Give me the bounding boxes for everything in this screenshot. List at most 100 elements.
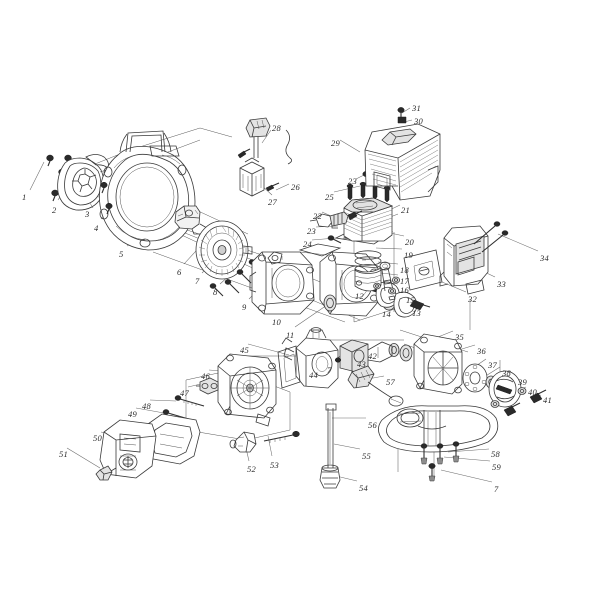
bolt-fastener <box>473 221 501 245</box>
callout-14: 14 <box>382 309 391 319</box>
screw-fastener <box>174 395 205 407</box>
callout-46: 46 <box>201 371 210 381</box>
callout-50: 50 <box>93 433 102 443</box>
callout-5: 5 <box>119 249 124 259</box>
callout-49: 49 <box>128 409 137 419</box>
callout-23b: 23 <box>348 176 357 186</box>
callout-35: 35 <box>455 332 464 342</box>
callout-3: 3 <box>85 209 90 219</box>
part-carburetor <box>277 327 393 389</box>
callout-43: 43 <box>357 359 366 369</box>
part-clutch-housing <box>388 333 463 395</box>
callout-8: 8 <box>213 287 218 297</box>
callout-13: 13 <box>412 308 421 318</box>
callout-55: 55 <box>362 451 371 461</box>
callout-1: 1 <box>22 192 27 202</box>
callout-34: 34 <box>540 253 549 263</box>
bolt-fastener <box>529 389 547 404</box>
screw-fastener <box>46 154 54 167</box>
screw-fastener <box>100 181 108 194</box>
bolt-fastener <box>359 181 367 199</box>
part-recoil-pulley-assembly <box>46 154 109 211</box>
bolt-fastener <box>265 182 280 192</box>
bolt-fastener <box>334 357 342 363</box>
bolt-fastener <box>237 148 251 159</box>
part-flywheel-fan <box>195 220 263 297</box>
bolt-fastener <box>503 402 521 417</box>
callout-32: 32 <box>468 294 477 304</box>
part-piston-assembly <box>354 250 392 292</box>
callout-9: 9 <box>242 302 247 312</box>
callout-17: 17 <box>400 276 409 286</box>
callout-47: 47 <box>180 388 189 398</box>
callout-40: 40 <box>528 387 537 397</box>
part-crankshaft <box>363 261 431 318</box>
bolt-fastener <box>209 283 224 297</box>
callout-58: 58 <box>491 449 500 459</box>
callout-7c: 7 <box>494 484 499 494</box>
callout-45: 45 <box>240 345 249 355</box>
part-engine-shroud <box>364 107 441 201</box>
bolt-fastener <box>346 183 354 201</box>
callout-22: 22 <box>313 211 322 221</box>
callout-38: 38 <box>502 368 511 378</box>
callout-42: 42 <box>368 351 377 361</box>
screw-fastener <box>263 430 300 443</box>
bolt-fastener <box>452 441 460 463</box>
callout-29: 29 <box>331 138 340 148</box>
callout-11: 11 <box>286 330 295 340</box>
callout-16: 16 <box>400 285 409 295</box>
bolt-fastener <box>224 279 240 294</box>
callout-23: 23 <box>307 226 316 236</box>
bolt-fastener <box>481 230 509 253</box>
part-primer-bulb <box>229 430 300 453</box>
callout-54: 54 <box>359 483 368 493</box>
callout-26: 26 <box>291 182 300 192</box>
part-cylinder <box>331 181 394 245</box>
callout-10: 10 <box>272 317 281 327</box>
callout-7: 7 <box>195 276 200 286</box>
callout-51: 51 <box>59 449 68 459</box>
callout-12: 12 <box>355 291 364 301</box>
callout-28: 28 <box>272 123 281 133</box>
part-ignition-coil <box>237 117 292 197</box>
part-crankcase-left <box>249 251 315 315</box>
callout-37: 37 <box>488 360 497 370</box>
part-recoil-starter-housing <box>99 130 196 251</box>
part-spark-plug <box>298 210 363 257</box>
part-air-filter-cover <box>95 413 201 481</box>
callout-27: 27 <box>268 197 277 207</box>
callout-39: 39 <box>518 377 527 387</box>
callout-2: 2 <box>52 205 57 215</box>
part-fuel-line-assembly <box>319 365 404 489</box>
callout-30: 30 <box>414 116 423 126</box>
callout-18: 18 <box>400 265 409 275</box>
bolt-fastener <box>327 235 342 244</box>
callout-53: 53 <box>270 460 279 470</box>
callout-59: 59 <box>492 462 501 472</box>
callout-33: 33 <box>497 279 506 289</box>
callout-15: 15 <box>406 295 415 305</box>
callout-57: 57 <box>386 377 395 387</box>
callout-31: 31 <box>412 103 421 113</box>
callout-4: 4 <box>94 223 99 233</box>
callout-19: 19 <box>404 250 413 260</box>
screw-fastener <box>51 189 59 202</box>
part-clutch-assembly <box>462 363 547 417</box>
bolt-fastener <box>428 463 436 482</box>
part-air-filter-housing <box>162 353 277 427</box>
callout-56: 56 <box>368 420 377 430</box>
callout-48: 48 <box>142 401 151 411</box>
callout-7b: 7 <box>327 365 332 375</box>
callout-44: 44 <box>309 370 318 380</box>
callout-24: 24 <box>303 239 312 249</box>
callout-52: 52 <box>247 464 256 474</box>
part-muffler <box>403 221 509 295</box>
callout-6: 6 <box>177 267 182 277</box>
callout-21: 21 <box>401 205 410 215</box>
callout-20: 20 <box>405 237 414 247</box>
bolt-fastener <box>420 443 428 465</box>
callout-25: 25 <box>325 192 334 202</box>
screw-fastener <box>105 202 113 215</box>
